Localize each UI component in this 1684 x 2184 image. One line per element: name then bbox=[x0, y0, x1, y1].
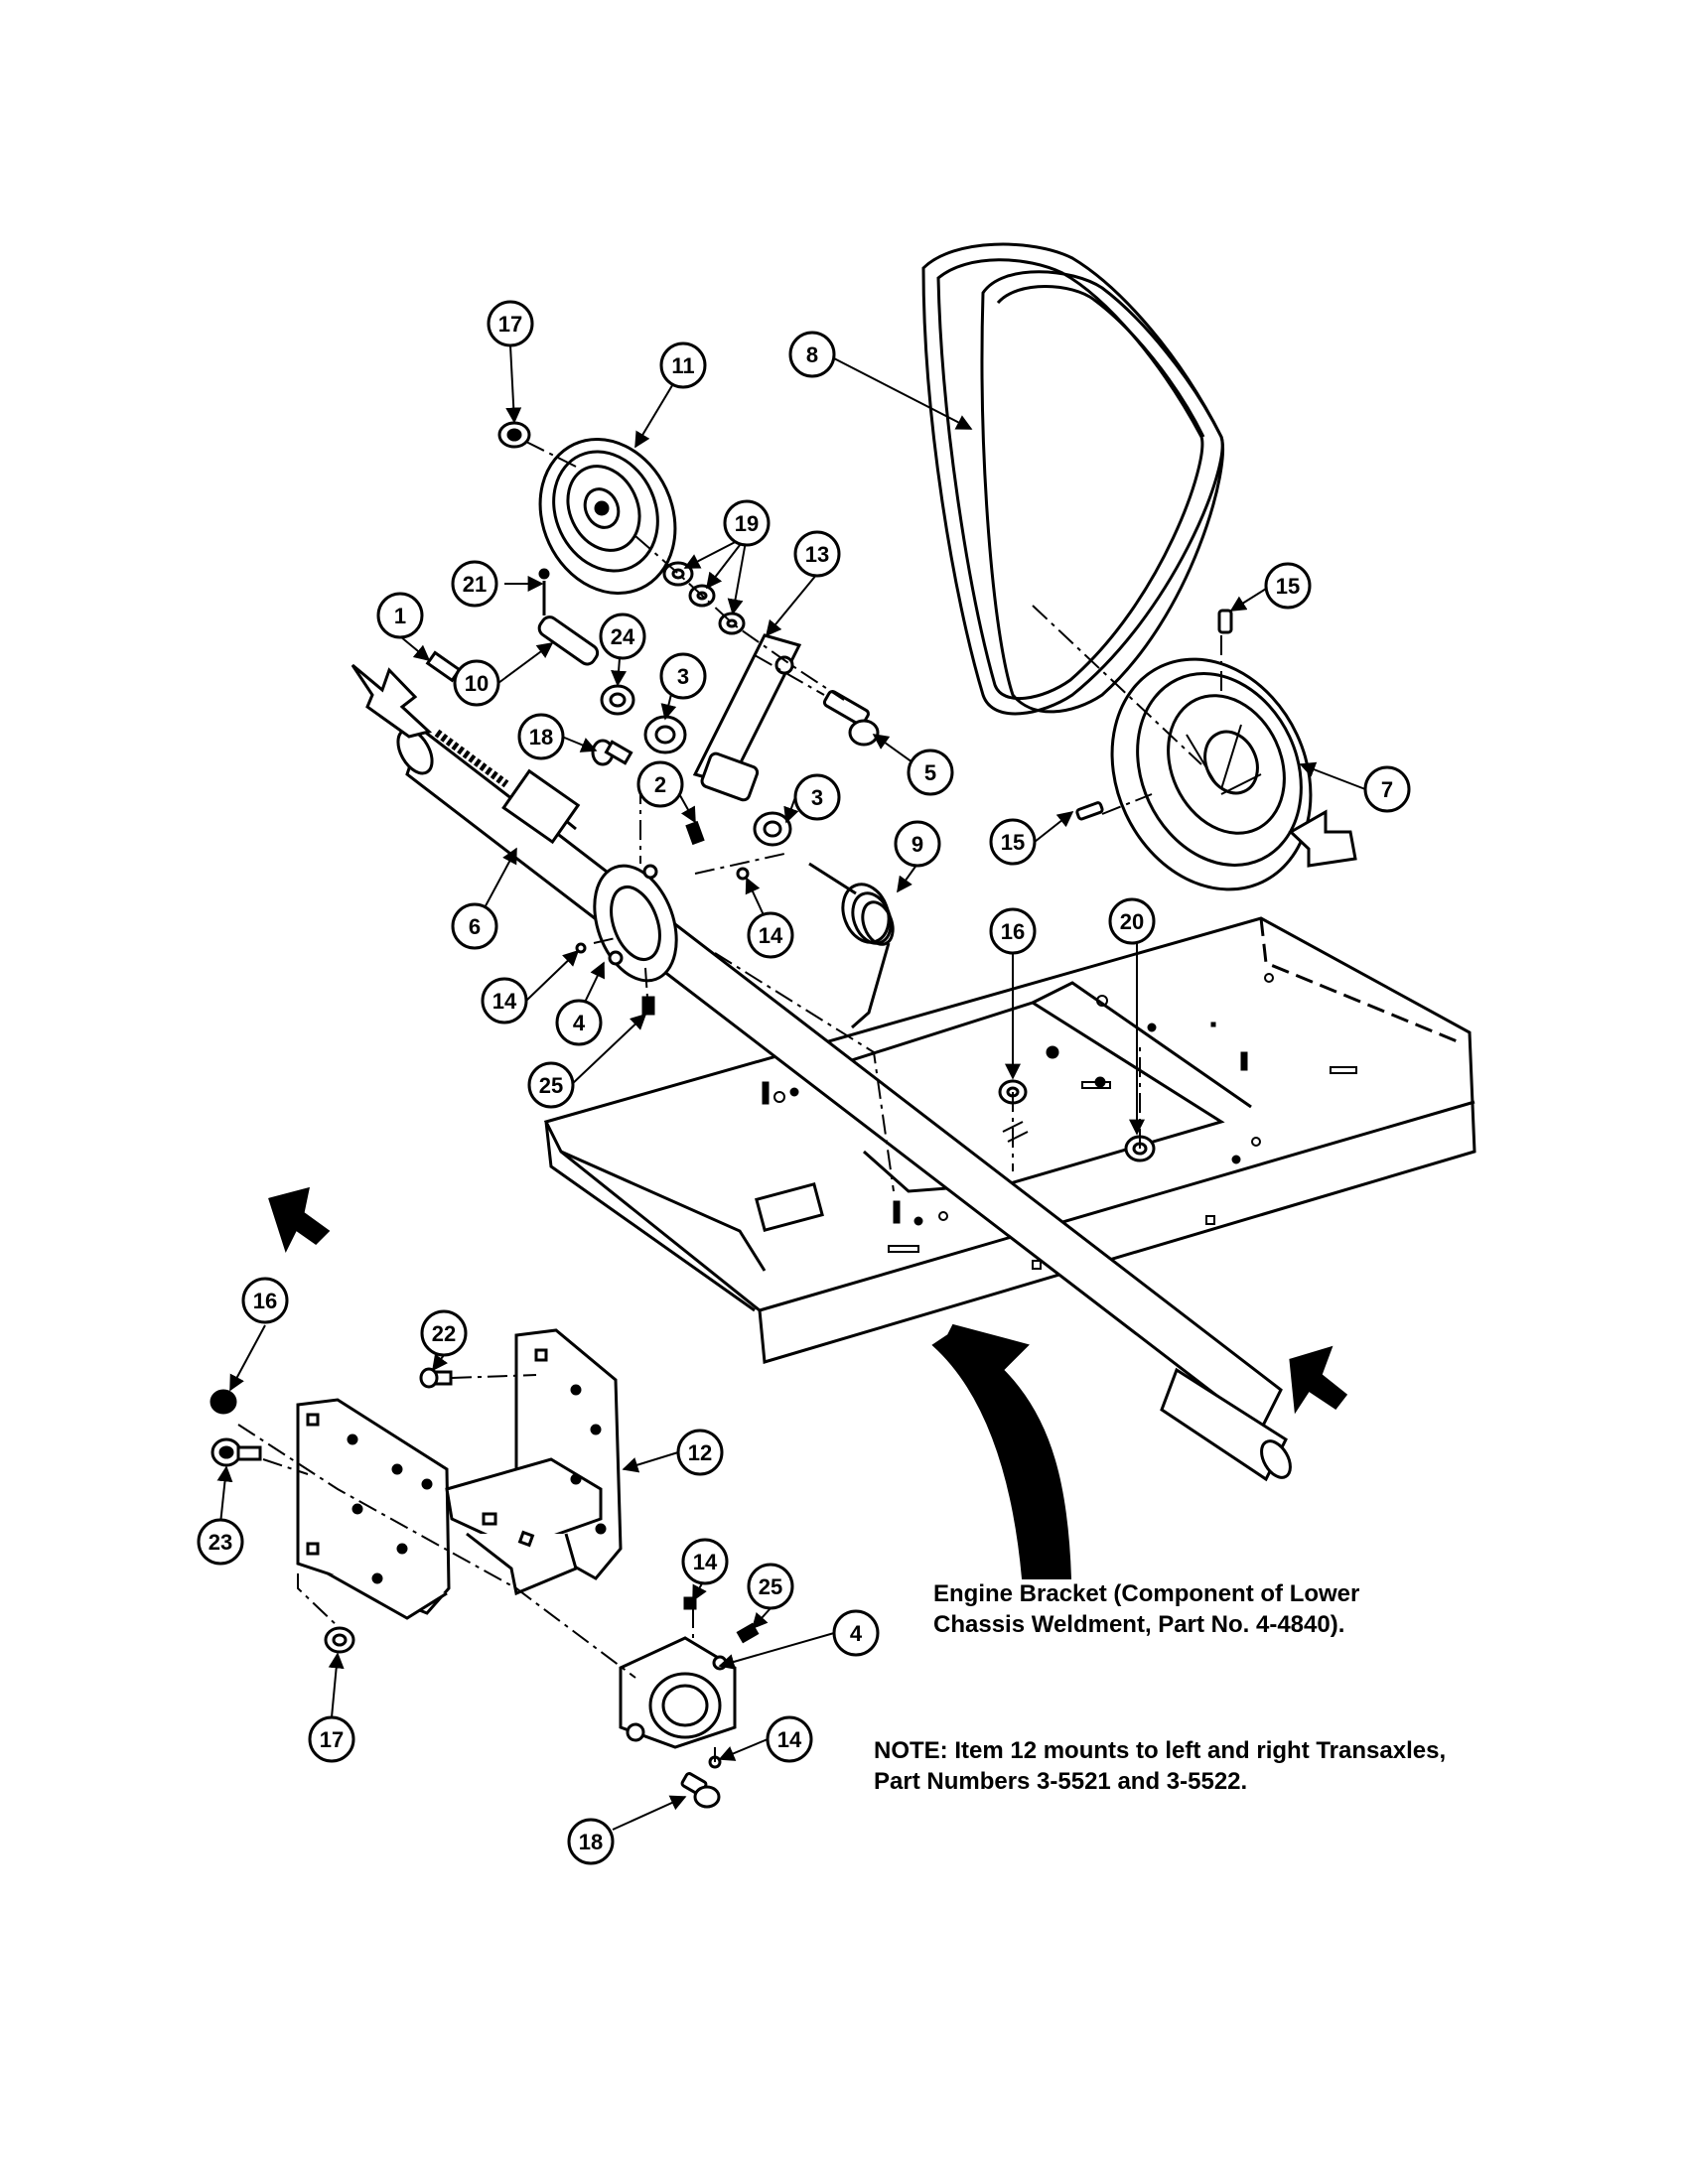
svg-text:25: 25 bbox=[759, 1574, 782, 1599]
svg-text:19: 19 bbox=[735, 511, 759, 536]
svg-text:14: 14 bbox=[777, 1727, 802, 1752]
svg-text:21: 21 bbox=[463, 572, 487, 597]
callout-15-lower: 15 bbox=[989, 818, 1037, 866]
callout-3-lower: 3 bbox=[793, 773, 841, 821]
svg-text:18: 18 bbox=[579, 1830, 603, 1854]
small-parts-lower bbox=[210, 1367, 760, 1809]
svg-text:24: 24 bbox=[611, 624, 635, 649]
callout-12: 12 bbox=[676, 1429, 724, 1476]
torsion-spring bbox=[808, 862, 895, 1029]
drive-pulley bbox=[1110, 657, 1313, 891]
callout-8: 8 bbox=[788, 331, 836, 378]
callout-17-top: 17 bbox=[487, 300, 534, 347]
callout-16-lower: 16 bbox=[241, 1277, 289, 1324]
engine-bracket-note: Engine Bracket (Component of Lower Chass… bbox=[933, 1578, 1489, 1640]
svg-text:3: 3 bbox=[677, 664, 689, 689]
callout-18-lower: 18 bbox=[567, 1818, 615, 1865]
engine-bracket-note-line2: Chassis Weldment, Part No. 4-4840). bbox=[933, 1611, 1345, 1638]
plate-holes bbox=[762, 973, 1357, 1270]
callout-24: 24 bbox=[599, 613, 646, 660]
svg-text:20: 20 bbox=[1120, 909, 1144, 934]
svg-text:10: 10 bbox=[465, 671, 489, 696]
construction-lines bbox=[237, 441, 1222, 1762]
bearing-flange-upper bbox=[593, 864, 678, 983]
idler-pulley bbox=[538, 437, 677, 596]
callout-21: 21 bbox=[451, 560, 498, 608]
svg-text:14: 14 bbox=[759, 923, 783, 948]
callout-20: 20 bbox=[1108, 897, 1156, 945]
callout-3-upper: 3 bbox=[659, 652, 707, 700]
callout-15-upper: 15 bbox=[1264, 562, 1312, 610]
svg-text:9: 9 bbox=[912, 832, 923, 857]
callout-1: 1 bbox=[376, 592, 424, 639]
engine-bracket-note-line1: Engine Bracket (Component of Lower bbox=[933, 1580, 1360, 1607]
callout-22: 22 bbox=[420, 1309, 468, 1357]
callout-18-upper: 18 bbox=[517, 713, 565, 760]
callout-9: 9 bbox=[894, 820, 941, 868]
callout-25-lower: 25 bbox=[747, 1563, 794, 1610]
callout-4-upper: 4 bbox=[555, 999, 603, 1046]
svg-text:8: 8 bbox=[806, 342, 818, 367]
callout-14-lower-bottom: 14 bbox=[766, 1715, 813, 1763]
svg-text:17: 17 bbox=[320, 1727, 344, 1752]
svg-text:16: 16 bbox=[253, 1289, 277, 1313]
svg-text:15: 15 bbox=[1276, 574, 1300, 599]
engine-bracket-curved-arrow bbox=[931, 1323, 1072, 1579]
svg-text:2: 2 bbox=[654, 772, 666, 797]
item12-note-line2: Part Numbers 3-5521 and 3-5522. bbox=[874, 1768, 1248, 1795]
svg-text:23: 23 bbox=[209, 1530, 232, 1555]
callout-7: 7 bbox=[1363, 765, 1411, 813]
callout-14-upper-left: 14 bbox=[481, 977, 528, 1024]
callout-2: 2 bbox=[636, 760, 684, 808]
callout-19: 19 bbox=[723, 499, 771, 547]
v-belt bbox=[921, 242, 1224, 716]
svg-text:3: 3 bbox=[811, 785, 823, 810]
svg-text:5: 5 bbox=[924, 760, 936, 785]
idler-arm bbox=[692, 633, 802, 802]
bearing-flange-lower bbox=[619, 1636, 737, 1749]
callout-5: 5 bbox=[907, 749, 954, 796]
svg-text:12: 12 bbox=[688, 1440, 712, 1465]
callout-14-lower-top: 14 bbox=[681, 1538, 729, 1585]
svg-text:14: 14 bbox=[693, 1550, 718, 1574]
callouts: 17 11 8 19 13 21 1 24 10 3 18 5 2 3 15 7… bbox=[197, 300, 1411, 1865]
callout-16-upper: 16 bbox=[989, 907, 1037, 955]
callout-17-lower: 17 bbox=[308, 1715, 355, 1763]
svg-text:18: 18 bbox=[529, 725, 553, 750]
svg-text:15: 15 bbox=[1001, 830, 1025, 855]
svg-text:16: 16 bbox=[1001, 919, 1025, 944]
svg-text:17: 17 bbox=[498, 312, 522, 337]
engine-bracket bbox=[296, 1328, 623, 1620]
item12-mounting-note: NOTE: Item 12 mounts to left and right T… bbox=[874, 1735, 1609, 1797]
item12-note-line1: NOTE: Item 12 mounts to left and right T… bbox=[874, 1737, 1447, 1764]
svg-text:25: 25 bbox=[539, 1073, 563, 1098]
svg-text:22: 22 bbox=[432, 1321, 456, 1346]
callout-10: 10 bbox=[453, 659, 500, 707]
callout-11: 11 bbox=[659, 341, 707, 389]
callout-14-upper-right: 14 bbox=[747, 911, 794, 959]
svg-text:14: 14 bbox=[492, 989, 517, 1014]
callout-25-upper: 25 bbox=[527, 1061, 575, 1109]
callout-6: 6 bbox=[451, 902, 498, 950]
svg-text:6: 6 bbox=[469, 914, 481, 939]
svg-text:4: 4 bbox=[573, 1011, 586, 1035]
direction-arrows bbox=[268, 663, 1357, 1415]
callout-4-lower: 4 bbox=[832, 1609, 880, 1657]
svg-text:7: 7 bbox=[1381, 777, 1393, 802]
svg-text:13: 13 bbox=[805, 542, 829, 567]
callout-13: 13 bbox=[793, 530, 841, 578]
callout-23: 23 bbox=[197, 1518, 244, 1566]
svg-text:4: 4 bbox=[850, 1621, 863, 1646]
svg-text:11: 11 bbox=[671, 353, 694, 378]
svg-text:1: 1 bbox=[394, 604, 406, 628]
